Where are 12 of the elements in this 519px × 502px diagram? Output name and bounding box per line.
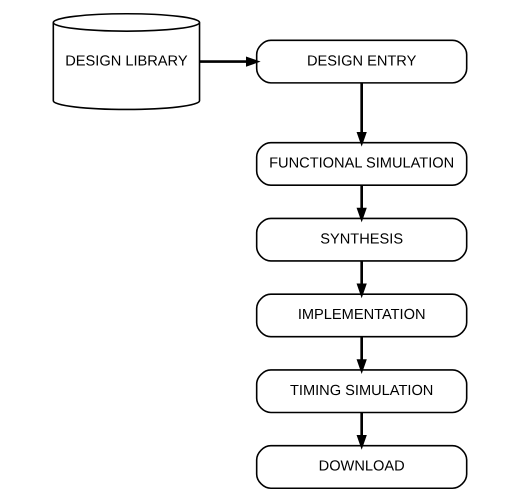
node-box: DESIGN ENTRY — [255, 40, 467, 84]
node-box: TIMING SIMULATION — [255, 369, 467, 414]
node-box: IMPLEMENTATION — [255, 293, 467, 338]
node-box: DOWNLOAD — [255, 444, 467, 490]
arrow — [356, 261, 366, 298]
arrow — [356, 83, 366, 147]
node-box: SYNTHESIS — [255, 218, 467, 262]
arrow — [356, 336, 366, 374]
arrow — [199, 56, 260, 67]
arrow — [356, 185, 366, 222]
arrow — [356, 412, 366, 450]
node-box: FUNCTIONAL SIMULATION — [255, 142, 467, 186]
